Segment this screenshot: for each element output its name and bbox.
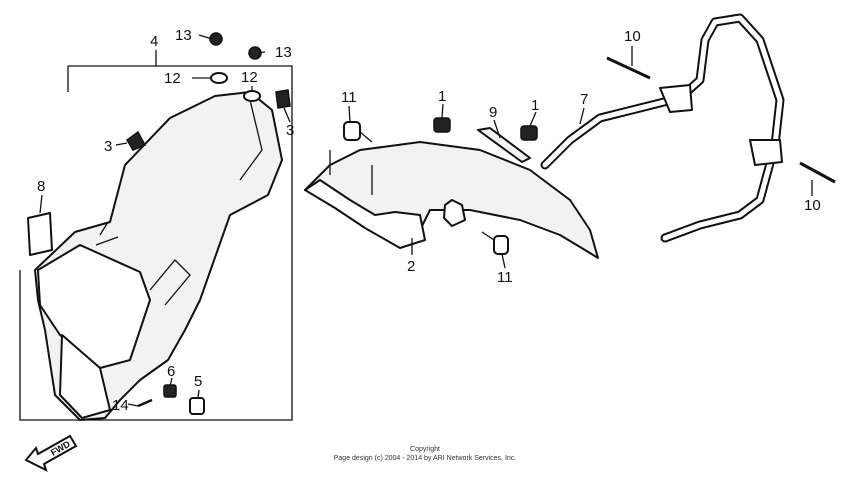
callout-9: 9 [489,104,497,121]
caution-label[interactable] [27,212,53,256]
cushion-1a[interactable] [433,117,451,133]
leader-lines [39,34,813,407]
callout-11a: 11 [341,89,357,106]
callout-14: 14 [112,397,129,414]
copyright-title: Copyright [410,446,440,453]
callout-3b: 3 [286,122,294,139]
collar-11b[interactable] [481,231,509,255]
rubber-strip[interactable] [477,127,531,163]
bolt-10a[interactable] [606,56,651,80]
callout-5: 5 [194,373,202,390]
inner-fender-frame [19,50,293,421]
cushion-1b[interactable] [520,125,538,141]
inner-rear-fender[interactable] [34,91,283,421]
bolt-10b[interactable] [799,161,836,184]
callout-13a: 13 [175,27,192,44]
callout-2: 2 [407,258,415,275]
callout-10b: 10 [804,197,821,214]
callout-7: 7 [580,91,588,108]
screw-14[interactable] [137,398,153,408]
nut-6[interactable] [163,384,177,398]
callout-1b: 1 [531,97,539,114]
callout-4: 4 [150,33,158,50]
grommet-12a[interactable] [210,72,228,84]
callout-12b: 12 [241,69,258,86]
callout-13b: 13 [275,44,292,61]
callout-1a: 1 [438,88,446,105]
callout-8: 8 [37,178,45,195]
grommet-12b[interactable] [243,90,261,102]
callout-labels: 4 13 13 12 12 3 3 11 1 1 9 7 10 10 2 11 … [37,27,821,414]
clip-3b[interactable] [275,89,291,109]
copyright-notice: Page design (c) 2004 - 2014 by ARI Netwo… [333,455,517,462]
rear-fender[interactable] [304,141,599,259]
collar-11a[interactable] [343,121,373,143]
clip-3a[interactable] [126,130,147,151]
grab-rail[interactable] [540,13,785,243]
bolt-5[interactable] [189,397,205,415]
callout-11b: 11 [497,269,513,286]
callout-3a: 3 [104,138,112,155]
callout-10a: 10 [624,28,641,45]
callout-6: 6 [167,363,175,380]
callout-12a: 12 [164,70,181,87]
